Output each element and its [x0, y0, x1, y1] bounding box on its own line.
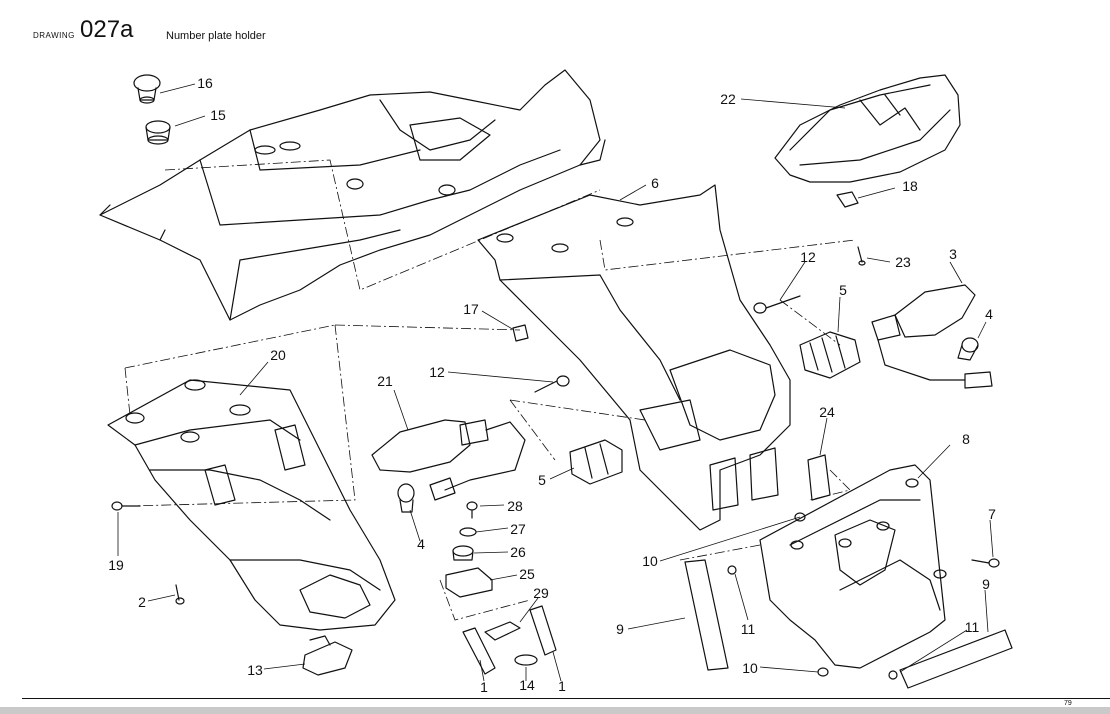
turn-indicator-right: [871, 284, 993, 389]
callout-12-lower: 12: [429, 364, 445, 380]
callout-5-upper: 5: [839, 282, 847, 298]
callout-18: 18: [902, 178, 918, 194]
callout-10-lower: 10: [742, 660, 758, 676]
assembly-lines: [124, 159, 856, 621]
callout-2: 2: [138, 594, 146, 610]
callout-9-left: 9: [616, 621, 624, 637]
bush-part-26: [452, 545, 474, 561]
callout-6: 6: [651, 175, 659, 191]
callout-13: 13: [247, 662, 263, 678]
clip-part-18: [836, 191, 859, 208]
screw-part-2: [175, 584, 185, 605]
callout-22: 22: [720, 91, 736, 107]
callout-14: 14: [519, 677, 535, 693]
plate-bracket-part: [477, 184, 791, 531]
screw-part-12-lower: [534, 375, 570, 393]
screw-part-28: [466, 501, 478, 519]
splash-guard-part: [107, 379, 396, 631]
reflector-part-vertical: [684, 559, 729, 671]
callout-5-lower: 5: [538, 472, 546, 488]
footer-rule: [22, 698, 1110, 699]
callout-12-upper: 12: [800, 249, 816, 265]
lamp-part-14: [514, 654, 538, 666]
callout-27: 27: [510, 521, 526, 537]
screw-part-23: [857, 246, 866, 266]
bulb-part-left: [397, 483, 415, 513]
reflector-part-horizontal: [899, 629, 1013, 689]
callout-11-right: 11: [965, 619, 980, 635]
grommet-part-upper: [799, 331, 861, 379]
callout-8: 8: [962, 431, 970, 447]
washer-part-27: [459, 527, 477, 537]
nut-part-10-lower: [817, 667, 829, 677]
rear-subframe-part: [99, 69, 606, 321]
callout-1-left: 1: [480, 679, 488, 695]
bracket-part-29: [484, 621, 521, 641]
callout-20: 20: [270, 347, 286, 363]
callout-29: 29: [533, 585, 549, 601]
callout-17: 17: [463, 301, 479, 317]
callout-7: 7: [988, 506, 996, 522]
callout-16: 16: [197, 75, 213, 91]
drawing-header: DRAWING 027a Number plate holder: [0, 0, 1110, 60]
rivet-part-11-left: [727, 565, 737, 575]
callout-4-right: 4: [985, 306, 993, 322]
callout-9-right: 9: [982, 576, 990, 592]
cover-part-13: [302, 635, 353, 676]
screw-part-12-upper: [753, 295, 801, 314]
drawing-code: 027a: [80, 16, 134, 43]
callout-11-left: 11: [741, 621, 756, 637]
callout-15: 15: [210, 107, 226, 123]
bracket-part-1-right: [529, 605, 557, 656]
bulb-part-right: [957, 337, 979, 361]
callout-19: 19: [108, 557, 124, 573]
rivet-part-11-right: [888, 670, 898, 680]
callout-26: 26: [510, 544, 526, 560]
clip-part-25: [445, 567, 493, 598]
callout-25: 25: [519, 566, 535, 582]
screw-part-7: [971, 558, 1000, 568]
bracket-part-1-left: [462, 627, 496, 675]
grommet-part-lower: [569, 439, 623, 485]
rubber-cap-part: [133, 74, 161, 104]
leader-lines: [117, 83, 994, 682]
callout-4-left: 4: [417, 536, 425, 552]
callout-28: 28: [507, 498, 523, 514]
callout-1-right: 1: [558, 678, 566, 694]
drawing-title: Number plate holder: [166, 30, 266, 42]
nut-part-10-upper: [794, 512, 806, 522]
clip-part-17: [512, 324, 529, 342]
callout-21: 21: [377, 373, 393, 389]
callout-24: 24: [819, 404, 835, 420]
licence-plate-holder-part: [759, 464, 947, 669]
tail-light-part: [774, 74, 961, 183]
callout-3: 3: [949, 246, 957, 262]
callout-23: 23: [895, 254, 911, 270]
screw-part-19: [111, 501, 141, 511]
drawing-label: DRAWING: [33, 31, 75, 40]
footer-band: [0, 707, 1110, 714]
rubber-bush-part: [145, 120, 171, 145]
page-number: 79: [1064, 700, 1072, 707]
callout-labels: 16 15 22 6 18 23 3 12 5 4 17 20 21 12 24…: [108, 75, 996, 695]
clip-part-24: [807, 454, 831, 501]
callout-10-upper: 10: [642, 553, 658, 569]
turn-indicator-left: [371, 419, 526, 501]
